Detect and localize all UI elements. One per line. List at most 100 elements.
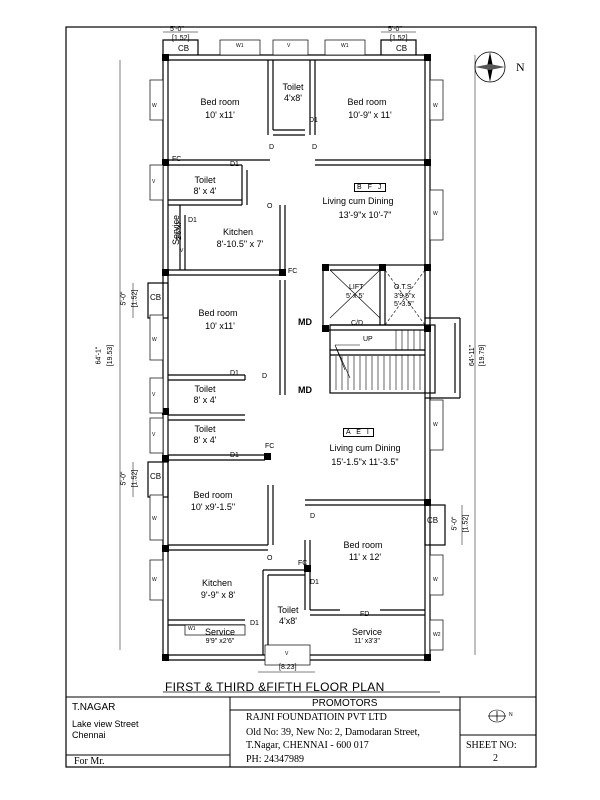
cd-mark: C/D (351, 320, 364, 327)
room-size-2: 5'-3.5" (394, 301, 414, 308)
tb-location: T.NAGAR (72, 702, 116, 713)
stair-arrow (334, 344, 360, 379)
room-name: Living cum Dining (329, 443, 401, 453)
window-tag: W2 (433, 632, 441, 638)
cb-label-left-1: CB (150, 293, 162, 302)
room-name: Service (204, 627, 236, 637)
tb-addr1: Old No: 39, New No: 2, Damodaran Street, (246, 727, 420, 738)
door-mark: D (262, 373, 268, 380)
room-size: 11' x 12' (348, 552, 382, 562)
room-name: Service (351, 627, 383, 637)
window-tag: W1 (341, 43, 349, 49)
door-mark: D1 (230, 370, 239, 377)
ventilator-tag: V (152, 179, 156, 185)
window-tag: W (152, 577, 157, 583)
door-mark: D1 (188, 217, 197, 224)
room-size: 4'x8' (279, 616, 297, 626)
window-tag: W (433, 211, 438, 217)
compass-north-label: N (516, 60, 525, 74)
tb-mini-compass-n: N (509, 712, 513, 718)
dimension-lines (119, 31, 476, 673)
room-name: Living cum Dining (322, 196, 394, 206)
tb-sheet-label: SHEET NO: (466, 740, 517, 751)
main-door-mark: MD (298, 385, 312, 395)
dim-left-cb2-m: [1.52] (131, 469, 139, 488)
dim-left-overall-m: [19.53] (107, 344, 115, 367)
tb-addr2: T.Nagar, CHENNAI - 600 017 (246, 740, 369, 751)
dim-right-overall-m: [19.79] (479, 344, 487, 367)
dim-left-overall: 64'-1" (95, 346, 103, 365)
room-size: 8'-10.5" x 7' (216, 239, 264, 249)
room-name: Bed room (347, 97, 387, 107)
window-tag: W (433, 103, 438, 109)
dim-left-cb2: 5'-0" (120, 471, 128, 486)
room-name: Toilet (277, 605, 299, 615)
room-size: 13'-9"x 10'-7" (338, 210, 392, 220)
dim-top-right-m: [1.52] (390, 35, 408, 42)
room-name: Bed room (343, 540, 383, 550)
ventilators (149, 39, 311, 666)
room-name: Toilet (194, 175, 216, 185)
door-mark: D (312, 144, 318, 151)
room-name: Kitchen (222, 227, 254, 237)
room-size: 10' x9'-1.5" (190, 502, 236, 512)
room-size: 10' x11' (205, 110, 235, 120)
room-size: 15'-1.5"x 11'-3.5" (331, 457, 399, 467)
door-mark: D1 (230, 452, 239, 459)
door-mark: D1 (250, 620, 259, 627)
fc-mark: FC (172, 156, 182, 163)
room-name: Toilet (194, 424, 216, 434)
drawing-title: FIRST & THIRD &FIFTH FLOOR PLAN (165, 680, 385, 694)
title-block-frame (66, 696, 536, 767)
room-size: 9'-9" x 8' (200, 590, 236, 600)
dim-top-left: 5'-0" (170, 26, 184, 33)
main-door-mark: MD (298, 317, 312, 327)
tb-phone: PH: 24347989 (246, 754, 305, 765)
dim-top-right: 5'-0" (388, 26, 402, 33)
room-size: 11' x3'3" (354, 638, 380, 645)
room-size: 8' x 4' (193, 435, 217, 445)
mini-compass (488, 709, 506, 723)
cb-label-left-2: CB (150, 472, 162, 481)
tb-for-label: For Mr. (74, 756, 105, 767)
stair-treads (335, 330, 421, 390)
stair-up-label: UP (363, 336, 373, 343)
stair-projection (425, 317, 461, 399)
windows (149, 39, 444, 651)
dim-right-cb: 5'-0" (451, 516, 459, 531)
dim-left-cb1-m: [1.52] (131, 289, 139, 308)
room-size: 2'6"x7' (176, 219, 183, 240)
door-mark: D (310, 513, 316, 520)
room-size: 10'-9" x 11' (348, 110, 392, 120)
window-tag: W (433, 422, 438, 428)
ventilator-tag: V (152, 392, 156, 398)
room-name: Toilet (194, 384, 216, 394)
tb-company: RAJNI FOUNDATIOIN PVT LTD (246, 712, 387, 723)
dim-bottom-m: [8.23] (279, 664, 297, 671)
window-tag: W1 (188, 626, 196, 632)
room-name: Bed room (193, 490, 233, 500)
fixture-code-bfj: B F J (354, 183, 387, 192)
fc-mark: FC (265, 443, 275, 450)
door-mark: D (269, 144, 275, 151)
ventilator-tag: V (180, 248, 184, 254)
room-size: 9'9" x2'6" (205, 638, 235, 645)
door-mark: D1 (230, 161, 239, 168)
room-name: Kitchen (201, 578, 233, 588)
internal-walls (168, 60, 436, 655)
door-mark: D1 (309, 117, 318, 124)
fc-mark: FC (298, 560, 308, 567)
dim-right-cb-m: [1.52] (462, 514, 470, 533)
room-size: 5' x 5' (346, 293, 364, 300)
room-name: Bed room (200, 97, 240, 107)
tb-address-line2: Chennai (72, 730, 106, 740)
window-tag: W (152, 103, 157, 109)
room-size: 10' x11' (205, 321, 235, 331)
door-mark: D1 (310, 579, 319, 586)
opening-mark: O (267, 555, 273, 562)
columns (162, 54, 431, 661)
ventilator-tag: V (287, 43, 291, 49)
cb-label-right: CB (427, 516, 439, 525)
room-name: LIFT (349, 284, 364, 291)
